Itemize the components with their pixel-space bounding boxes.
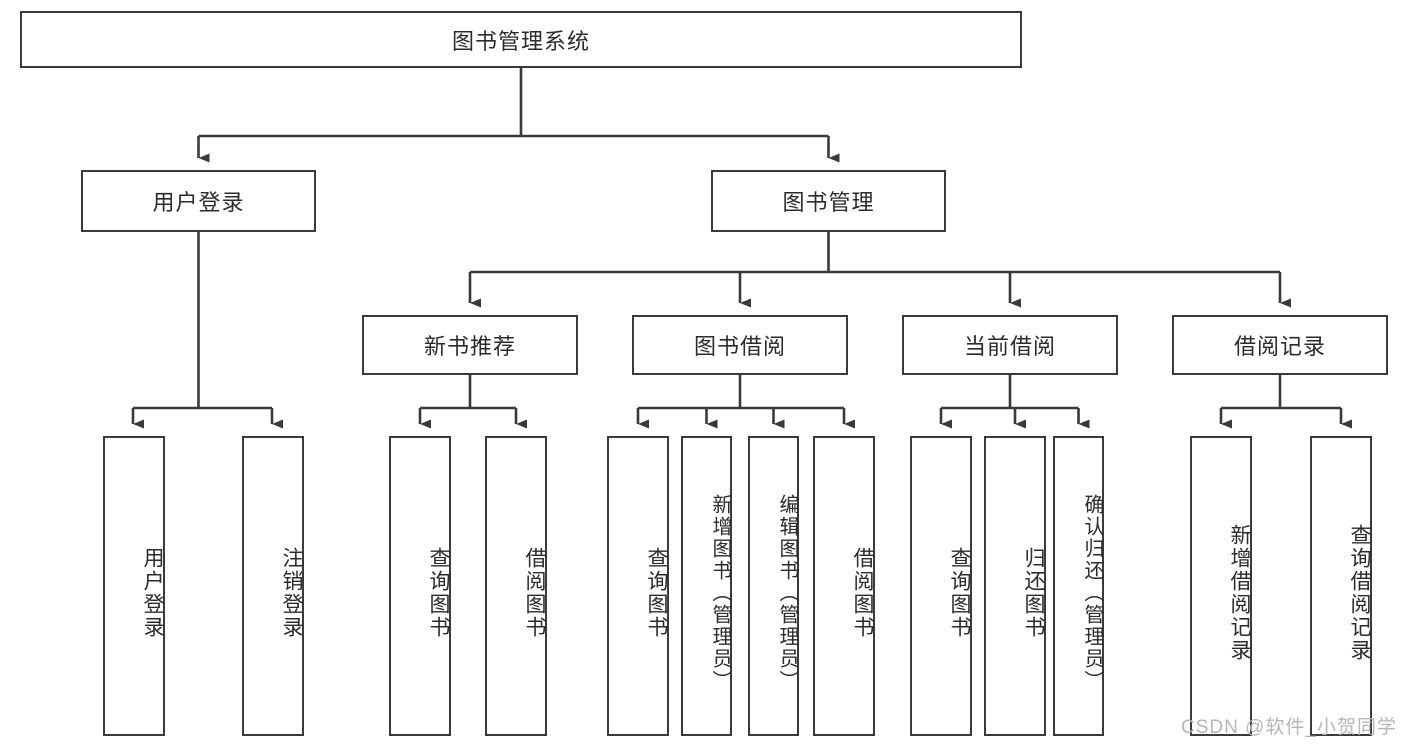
node-leaf-return-book-label: 归还图书	[1022, 547, 1045, 639]
node-leaf-query-book-1-label: 查询图书	[427, 547, 450, 639]
node-leaf-query-record-label: 查询借阅记录	[1348, 524, 1371, 662]
edge-group-new-book-rec	[418, 375, 527, 429]
node-current-borrow[interactable]: 当前借阅	[902, 315, 1118, 375]
node-leaf-add-record[interactable]: 新增借阅记录	[1190, 436, 1252, 736]
node-book-borrow-label: 图书借阅	[693, 334, 786, 359]
node-leaf-confirm-return-label: 确认归还（管理员）	[1081, 494, 1103, 692]
node-leaf-add-book-label: 新增图书（管理员）	[709, 494, 731, 692]
node-new-book-recommend-label: 新书推荐	[423, 334, 516, 359]
edge-group-user-login	[131, 232, 283, 429]
node-root[interactable]: 图书管理系统	[20, 11, 1022, 68]
node-borrow-record-label: 借阅记录	[1233, 334, 1326, 359]
node-leaf-confirm-return[interactable]: 确认归还（管理员）	[1053, 436, 1104, 736]
node-leaf-edit-book[interactable]: 编辑图书（管理员）	[748, 436, 799, 736]
node-leaf-add-book[interactable]: 新增图书（管理员）	[681, 436, 732, 736]
node-user-login[interactable]: 用户登录	[81, 170, 316, 232]
node-leaf-borrow-book-1[interactable]: 借阅图书	[485, 436, 547, 736]
node-leaf-query-book-3-label: 查询图书	[948, 547, 971, 639]
node-book-borrow[interactable]: 图书借阅	[632, 315, 848, 375]
node-leaf-add-record-label: 新增借阅记录	[1228, 524, 1251, 662]
node-book-manage-label: 图书管理	[782, 190, 875, 215]
edge-group-book-borrow	[636, 375, 855, 429]
node-leaf-return-book[interactable]: 归还图书	[984, 436, 1046, 736]
node-leaf-query-record[interactable]: 查询借阅记录	[1310, 436, 1372, 736]
edge-group-book-manage	[468, 232, 1291, 308]
node-user-login-label: 用户登录	[152, 190, 245, 215]
node-new-book-recommend[interactable]: 新书推荐	[362, 315, 578, 375]
node-leaf-borrow-book-2[interactable]: 借阅图书	[813, 436, 875, 736]
node-leaf-query-book-1[interactable]: 查询图书	[389, 436, 451, 736]
edge-group-borrow-record	[1219, 375, 1352, 429]
node-leaf-user-login-label: 用户登录	[141, 547, 164, 639]
edge-group-current-borrow	[939, 375, 1090, 429]
node-leaf-logout-label: 注销登录	[280, 547, 303, 639]
node-leaf-query-book-2[interactable]: 查询图书	[607, 436, 669, 736]
node-leaf-borrow-book-1-label: 借阅图书	[523, 547, 546, 639]
watermark: CSDN @软件_小贺同学	[1181, 717, 1397, 738]
edge-group-root	[197, 68, 840, 163]
node-leaf-edit-book-label: 编辑图书（管理员）	[776, 494, 798, 692]
node-leaf-user-login[interactable]: 用户登录	[103, 436, 165, 736]
node-current-borrow-label: 当前借阅	[963, 334, 1056, 359]
node-borrow-record[interactable]: 借阅记录	[1172, 315, 1388, 375]
node-book-manage[interactable]: 图书管理	[711, 170, 946, 232]
node-root-label: 图书管理系统	[451, 28, 590, 54]
node-leaf-query-book-2-label: 查询图书	[645, 547, 668, 639]
node-leaf-logout[interactable]: 注销登录	[242, 436, 304, 736]
node-leaf-query-book-3[interactable]: 查询图书	[910, 436, 972, 736]
node-leaf-borrow-book-2-label: 借阅图书	[851, 547, 874, 639]
